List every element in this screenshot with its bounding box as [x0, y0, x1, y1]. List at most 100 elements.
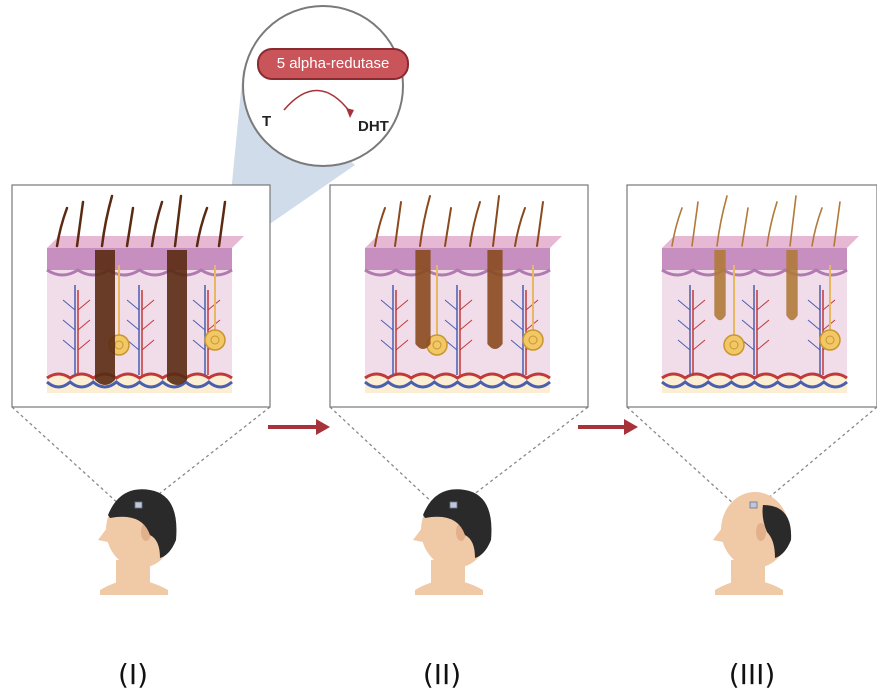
artery-vessel [46, 372, 233, 380]
hair-strand [125, 206, 135, 248]
capillary-branch [77, 299, 91, 311]
reaction-arrowhead [346, 108, 354, 118]
capillary-branch [126, 319, 140, 331]
capillary-branch [459, 299, 473, 311]
capillary-branch [692, 339, 706, 351]
capillary-branch [77, 319, 91, 331]
hair-follicle [415, 250, 431, 349]
hair-strand [514, 207, 526, 247]
magnifier-callout [242, 5, 409, 167]
capillary-branch [62, 319, 76, 331]
hair [762, 505, 792, 558]
gland-detail [729, 340, 739, 350]
scalp-spot [449, 501, 458, 509]
hair-strand [789, 195, 797, 247]
zoom-line [759, 406, 877, 506]
gland-detail [210, 335, 220, 345]
hair-strand [811, 207, 823, 247]
skin-top-face [365, 236, 562, 248]
capillary-branch [141, 299, 155, 311]
zoom-lines [11, 406, 877, 506]
gland-icon [819, 329, 841, 351]
skin-top-face [47, 236, 244, 248]
gland-detail [825, 335, 835, 345]
capillary-branch [77, 339, 91, 351]
capillary-branch [677, 339, 691, 351]
skin-panel-3 [627, 185, 877, 407]
capillary-branch [510, 339, 524, 351]
capillary-branch [380, 339, 394, 351]
capillary-branch [62, 299, 76, 311]
product-label: DHT [358, 118, 389, 135]
hair-strand [195, 206, 209, 248]
hair-strand [173, 194, 183, 248]
hair-strand [419, 195, 431, 247]
epidermis-layer [47, 248, 232, 270]
hair-strand [671, 207, 683, 247]
stage-label-1: (I) [117, 658, 149, 691]
zoom-line [626, 406, 736, 506]
hair-strand [469, 201, 481, 247]
epidermis-layer [365, 248, 550, 270]
transition-arrow-icon [578, 419, 638, 435]
hair-strand [150, 200, 164, 248]
capillary-branch [395, 299, 409, 311]
capillary-branch [192, 319, 206, 331]
capillary-branch [807, 319, 821, 331]
scalp-spot [749, 501, 758, 509]
hair-follicle [786, 250, 798, 321]
substrate-label: T [262, 113, 272, 130]
nose [413, 528, 423, 542]
capillary-branch [692, 319, 706, 331]
capillary-branch [141, 339, 155, 351]
capillary-branch [62, 339, 76, 351]
capillary-branch [510, 299, 524, 311]
nose [98, 528, 108, 542]
zoom-line [329, 406, 436, 506]
hair-follicle [95, 250, 115, 385]
hair-strand [444, 207, 452, 247]
hair-strand [75, 200, 85, 248]
hair-strand [217, 200, 227, 248]
vein-vessel [661, 380, 848, 389]
skin-panel-2 [330, 185, 588, 407]
hair-strand [374, 207, 386, 247]
ear [756, 523, 766, 541]
panel-border [626, 184, 877, 408]
transition-arrow-icon [268, 419, 330, 435]
capillary-branch [692, 299, 706, 311]
capillary-branch [444, 299, 458, 311]
gland-icon [723, 334, 745, 356]
capillary-branch [459, 339, 473, 351]
hair-strand [716, 195, 728, 247]
hair-strand [394, 201, 402, 247]
epidermis-layer [662, 248, 847, 270]
shoulders [415, 580, 483, 595]
shoulders [100, 580, 168, 595]
capillary-branch [444, 319, 458, 331]
hair-strand [100, 194, 114, 248]
artery-vessel [661, 372, 848, 380]
capillary-branch [677, 299, 691, 311]
gland-icon [204, 329, 226, 351]
capillary-branch [459, 319, 473, 331]
panel-border [11, 184, 271, 408]
hair-strand [55, 206, 69, 248]
head-1 [98, 489, 177, 595]
capillary-branch [677, 319, 691, 331]
panel-border [329, 184, 589, 408]
capillary-branch [141, 319, 155, 331]
hair [108, 489, 177, 558]
capillary-branch [380, 319, 394, 331]
zoom-line [459, 406, 589, 506]
hair-follicle [487, 250, 503, 349]
capillary-branch [741, 319, 755, 331]
scalp-spot [134, 501, 143, 509]
hair-strand [766, 201, 778, 247]
gland-detail [432, 340, 442, 350]
gland-detail [528, 335, 538, 345]
hair-strand [691, 201, 699, 247]
capillary-branch [395, 339, 409, 351]
hair-follicle [167, 250, 187, 385]
